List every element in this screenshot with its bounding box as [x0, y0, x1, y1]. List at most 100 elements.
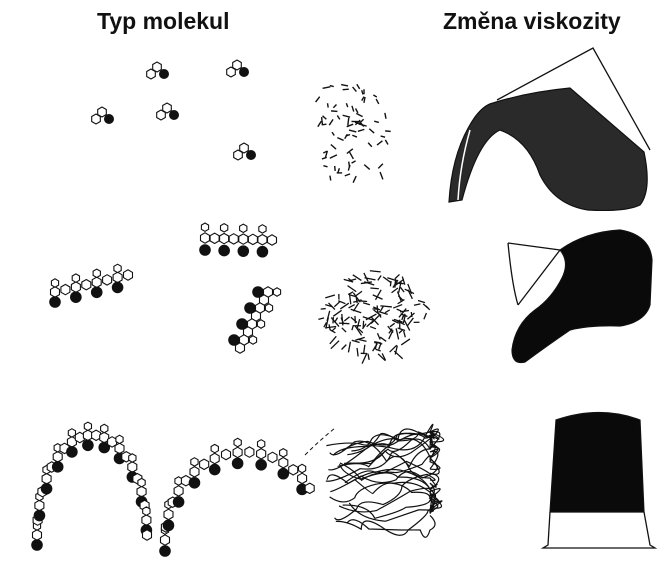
- stick: [363, 303, 370, 305]
- single-molecule: [147, 62, 169, 79]
- monomer-ring: [98, 107, 107, 117]
- stick: [358, 339, 367, 341]
- strand: [335, 474, 435, 519]
- stick: [385, 310, 390, 313]
- monomer-ring: [161, 535, 170, 545]
- stick: [361, 301, 367, 302]
- monomer-ring: [143, 530, 152, 540]
- monomer-ring: [42, 474, 51, 484]
- monomer-ring: [35, 500, 44, 510]
- dash: [346, 103, 347, 107]
- dash: [333, 104, 336, 107]
- stick: [380, 337, 386, 341]
- monomer-ring: [103, 275, 112, 285]
- monomer-ring: [305, 483, 314, 493]
- monomer-ring: [51, 287, 60, 297]
- stick: [357, 319, 359, 328]
- stick: [370, 288, 378, 289]
- stick: [401, 339, 410, 345]
- monomer-ring: [61, 284, 70, 294]
- monomer-ring: [233, 60, 242, 70]
- side-group-dot: [237, 245, 249, 257]
- side-group-dot: [52, 461, 64, 473]
- dash: [385, 131, 391, 132]
- dash: [328, 103, 329, 107]
- stick: [394, 351, 402, 359]
- side-group-dot: [232, 458, 244, 470]
- stick: [377, 305, 378, 312]
- monomer-ring: [143, 507, 150, 515]
- monomer-ring: [221, 224, 228, 232]
- tilted-cup: [508, 230, 652, 363]
- monomer-ring: [129, 454, 136, 462]
- dash: [337, 116, 339, 120]
- dash: [352, 135, 357, 137]
- stick: [404, 331, 406, 337]
- monomer-ring: [68, 429, 75, 437]
- monomer-ring: [200, 459, 209, 469]
- stick: [364, 273, 368, 282]
- stick: [351, 309, 362, 312]
- molecule-column: [31, 60, 335, 557]
- stick: [377, 333, 380, 339]
- dash: [329, 119, 333, 125]
- monomer-ring: [248, 234, 257, 244]
- molecule-chain: [49, 264, 132, 308]
- dash: [345, 174, 350, 176]
- side-group-dot: [257, 246, 269, 258]
- monomer-ring: [92, 277, 101, 287]
- monomer-ring: [191, 458, 198, 466]
- monomer-ring: [201, 223, 208, 231]
- side-group-dot: [34, 510, 46, 522]
- container-column: [449, 48, 655, 548]
- monomer-ring: [190, 467, 199, 477]
- dash: [330, 176, 331, 181]
- dash: [362, 90, 363, 94]
- stick: [348, 286, 357, 292]
- stick: [362, 353, 367, 364]
- stick: [333, 310, 341, 316]
- strand: [343, 494, 438, 518]
- stick: [378, 275, 381, 280]
- monomer-ring: [280, 449, 287, 457]
- stick: [368, 354, 369, 360]
- dash: [385, 113, 386, 119]
- stick: [318, 318, 324, 320]
- monomer-ring: [71, 282, 80, 292]
- monomer-ring: [128, 462, 137, 472]
- side-group-dot: [31, 539, 43, 551]
- dash: [323, 166, 327, 167]
- dash: [348, 118, 349, 126]
- monomer-ring: [101, 424, 108, 432]
- dash: [353, 176, 356, 183]
- dash: [369, 129, 374, 133]
- stick: [321, 309, 326, 310]
- stick: [352, 325, 353, 330]
- dash: [322, 116, 326, 119]
- monomer-ring: [51, 279, 58, 287]
- stick: [424, 313, 427, 319]
- monomer-ring: [84, 422, 91, 430]
- stick: [397, 309, 402, 311]
- pouring-jug: [449, 48, 650, 210]
- dash: [318, 121, 322, 127]
- stick: [370, 271, 381, 272]
- side-group-dot: [246, 150, 256, 160]
- stick: [414, 304, 420, 305]
- monomer-ring: [229, 234, 238, 244]
- stick: [357, 348, 358, 357]
- side-group-dot: [189, 477, 201, 489]
- stick: [418, 300, 425, 302]
- side-group-dot: [199, 244, 211, 256]
- monomer-ring: [249, 336, 256, 344]
- monomer-ring: [210, 453, 219, 463]
- single-molecule: [157, 103, 179, 120]
- dash: [373, 95, 376, 97]
- stick: [376, 349, 381, 351]
- side-group-dot: [218, 245, 230, 257]
- stick: [344, 317, 349, 321]
- monomer-ring: [298, 473, 307, 483]
- monomer-ring: [273, 288, 280, 296]
- dash: [323, 87, 331, 88]
